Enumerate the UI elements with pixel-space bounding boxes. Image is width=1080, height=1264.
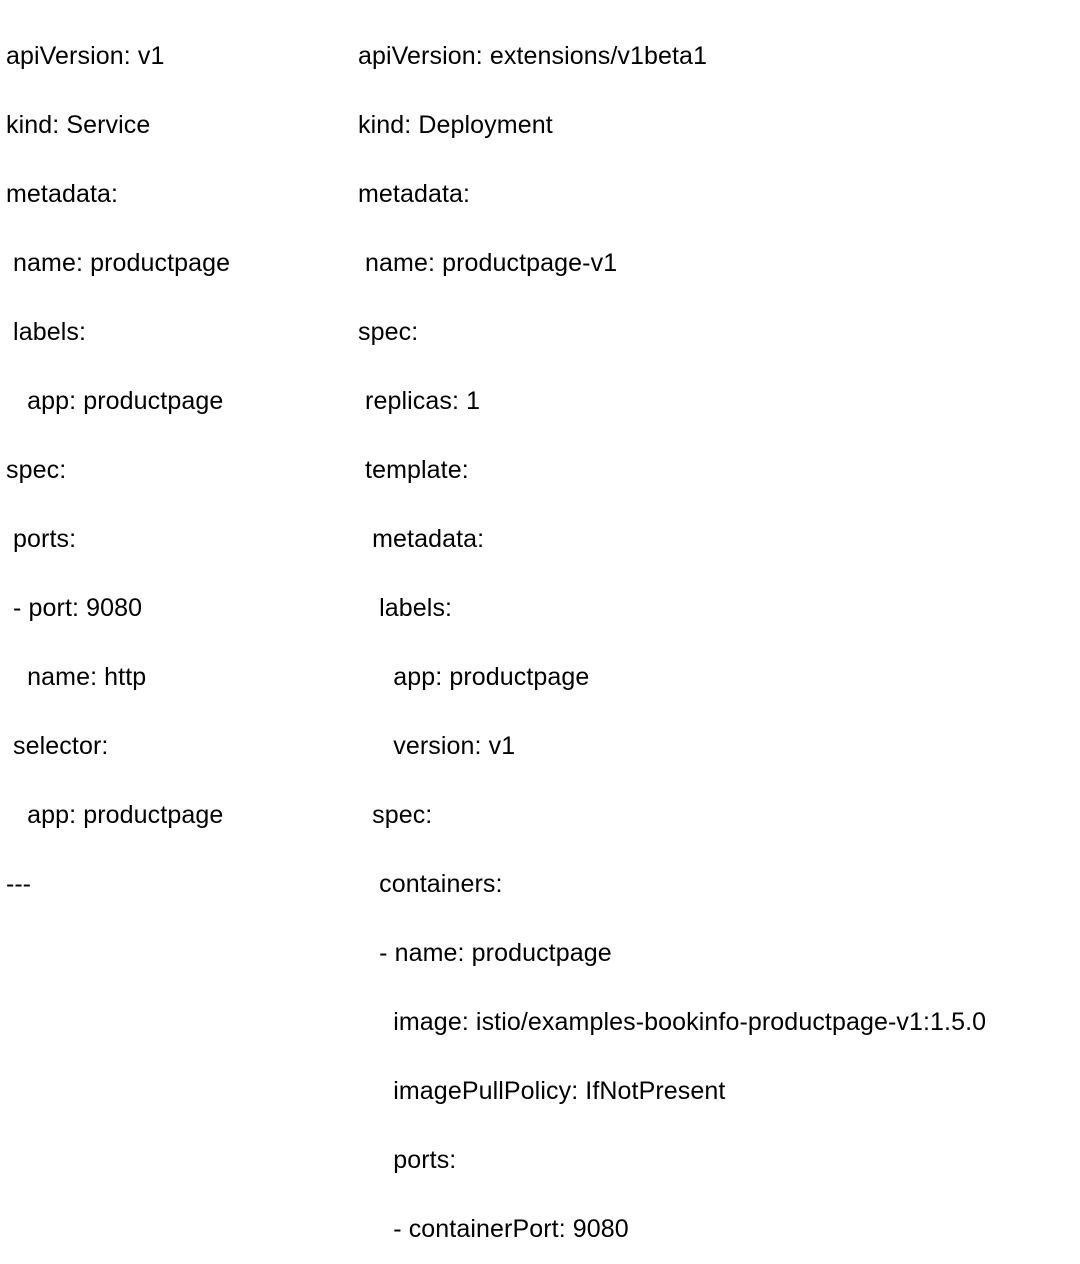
yaml-line: ports: [6,525,77,553]
yaml-line: version: v1 [358,732,516,760]
yaml-line: imagePullPolicy: IfNotPresent [358,1077,726,1105]
yaml-line: template: [358,456,469,484]
yaml-line: labels: [358,594,453,622]
yaml-line: apiVersion: extensions/v1beta1 [358,42,708,70]
yaml-document-canvas: apiVersion: v1 kind: Service metadata: n… [6,42,987,1243]
yaml-line: apiVersion: v1 [6,42,165,70]
yaml-column-service: apiVersion: v1 kind: Service metadata: n… [6,4,230,937]
yaml-line: name: productpage [6,249,231,277]
document-separator: --- [6,870,31,898]
yaml-line: name: productpage-v1 [358,249,618,277]
yaml-line: - containerPort: 9080 [358,1215,629,1243]
yaml-line: labels: [6,318,87,346]
yaml-line: kind: Service [6,111,151,139]
yaml-line: replicas: 1 [358,387,481,415]
yaml-line: containers: [358,870,503,898]
yaml-line: - port: 9080 [6,594,143,622]
yaml-line: metadata: [358,180,471,208]
yaml-line: app: productpage [6,801,224,829]
yaml-line: selector: [6,732,109,760]
yaml-column-deployment: apiVersion: extensions/v1beta1 kind: Dep… [358,4,986,1264]
yaml-line: name: http [6,663,147,691]
yaml-line: spec: [358,801,433,829]
yaml-line: metadata: [358,525,485,553]
yaml-line: spec: [6,456,67,484]
yaml-line: kind: Deployment [358,111,553,139]
yaml-line: - name: productpage [358,939,612,967]
yaml-line: app: productpage [6,387,224,415]
yaml-line: metadata: [6,180,119,208]
yaml-line: app: productpage [358,663,590,691]
yaml-line: image: istio/examples-bookinfo-productpa… [358,1008,987,1036]
yaml-line: ports: [358,1146,457,1174]
yaml-line: spec: [358,318,419,346]
